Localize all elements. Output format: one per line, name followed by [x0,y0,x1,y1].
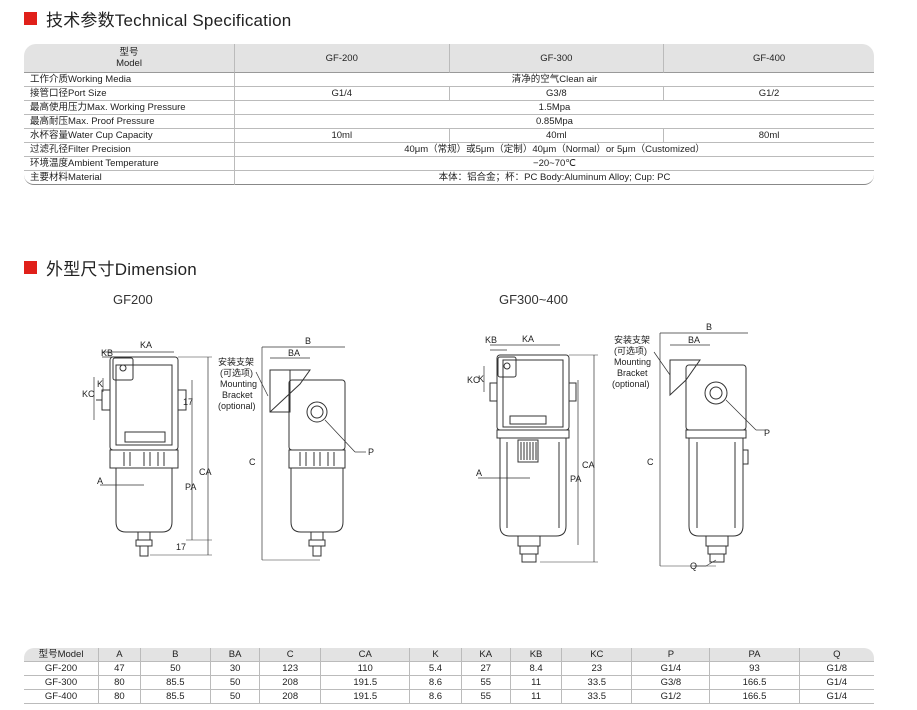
gf200-b-label: B [305,336,311,346]
gf200-kc-label: KC [82,389,95,399]
gf300-ka-label: KA [522,334,534,344]
gf200-a-label: A [97,476,103,486]
gf300-ba-label: BA [688,335,700,345]
gf300-bracket-cn: 安装支架 [614,334,650,345]
dim-section-header: 外型尺寸Dimension [24,255,197,280]
gf200-ba-label: BA [288,348,300,358]
gf200-kb-label: KB [101,348,113,358]
gf300-kc-label: KC [467,375,480,385]
spec-section-title: 技术参数Technical Specification [46,11,292,30]
spec-section-header: 技术参数Technical Specification [24,6,291,31]
red-square-icon [24,12,37,25]
gf300-b-label: B [706,322,712,332]
gf200-ca-label: CA [199,467,212,477]
gf200-bracket-cn: 安装支架 [218,356,254,367]
spec-row-temp: 环境温度Ambient Temperature −20~70℃ [24,157,874,171]
gf300-a-label: A [476,468,482,478]
gf200-ka-label: KA [140,340,152,350]
gf200-pa-label: PA [185,482,196,492]
dim-section-title: 外型尺寸Dimension [46,260,197,279]
gf300-bracket-en: Mounting [614,357,651,367]
gf300-side-view [653,332,766,567]
gf200-bracket-en2: Bracket [222,390,253,400]
red-square-icon [24,261,37,274]
gf200-front-view [93,351,212,557]
model-gf400-header: GF-400 [664,44,874,73]
spec-row-media: 工作介质Working Media 清净的空气Clean air [24,73,874,87]
dimension-table: 型号Model A B BA C CA K KA KB KC P PA Q GF… [24,648,874,704]
spec-row-filter: 过滤孔径Filter Precision 40μm（常规）或5μm（定制）40μ… [24,143,874,157]
gf200-title: GF200 [113,292,153,307]
gf300-title: GF300~400 [499,292,569,307]
model-gf200-header: GF-200 [235,44,450,73]
gf200-17-top-label: 17 [183,397,193,407]
gf200-17-bottom-label: 17 [176,542,186,552]
spec-row-material: 主要材料Material 本体：铝合金；杯：PC Body:Aluminum A… [24,171,874,185]
gf200-p-label: P [368,447,374,457]
gf200-k-label: K [97,379,103,389]
dimension-drawings: KA KB K KC A PA CA 17 17 B BA C P [82,322,770,571]
gf200-bracket-opt-cn: (可选项) [220,367,253,378]
gf300-pa-label: PA [570,474,581,484]
model-gf300-header: GF-300 [449,44,665,73]
gf300-bracket-en3: (optional) [612,379,650,389]
gf200-bracket-en: Mounting [220,379,257,389]
spec-row-port: 接管口径Port Size G1/4 G3/8 G1/2 [24,87,874,101]
gf300-front-view [478,344,598,563]
spec-row-max-pressure: 最高使用压力Max. Working Pressure 1.5Mpa [24,101,874,115]
gf300-bracket-opt-cn: (可选项) [614,345,647,356]
gf200-bracket-en3: (optional) [218,401,256,411]
gf300-c-label: C [647,457,654,467]
gf300-k-label: K [478,374,484,384]
spec-row-cup: 水杯容量Water Cup Capacity 10ml 40ml 80ml [24,129,874,143]
gf300-p-label: P [764,428,770,438]
dim-header-row: 型号Model A B BA C CA K KA KB KC P PA Q [24,648,874,662]
gf300-bracket-en2: Bracket [617,368,648,378]
gf200-c-label: C [249,457,256,467]
gf300-kb-label: KB [485,335,497,345]
spec-row-proof-pressure: 最高耐压Max. Proof Pressure 0.85Mpa [24,115,874,129]
gf300-ca-label: CA [582,460,595,470]
gf300-q-label: Q [690,561,697,571]
gf200-side-view [255,346,366,561]
